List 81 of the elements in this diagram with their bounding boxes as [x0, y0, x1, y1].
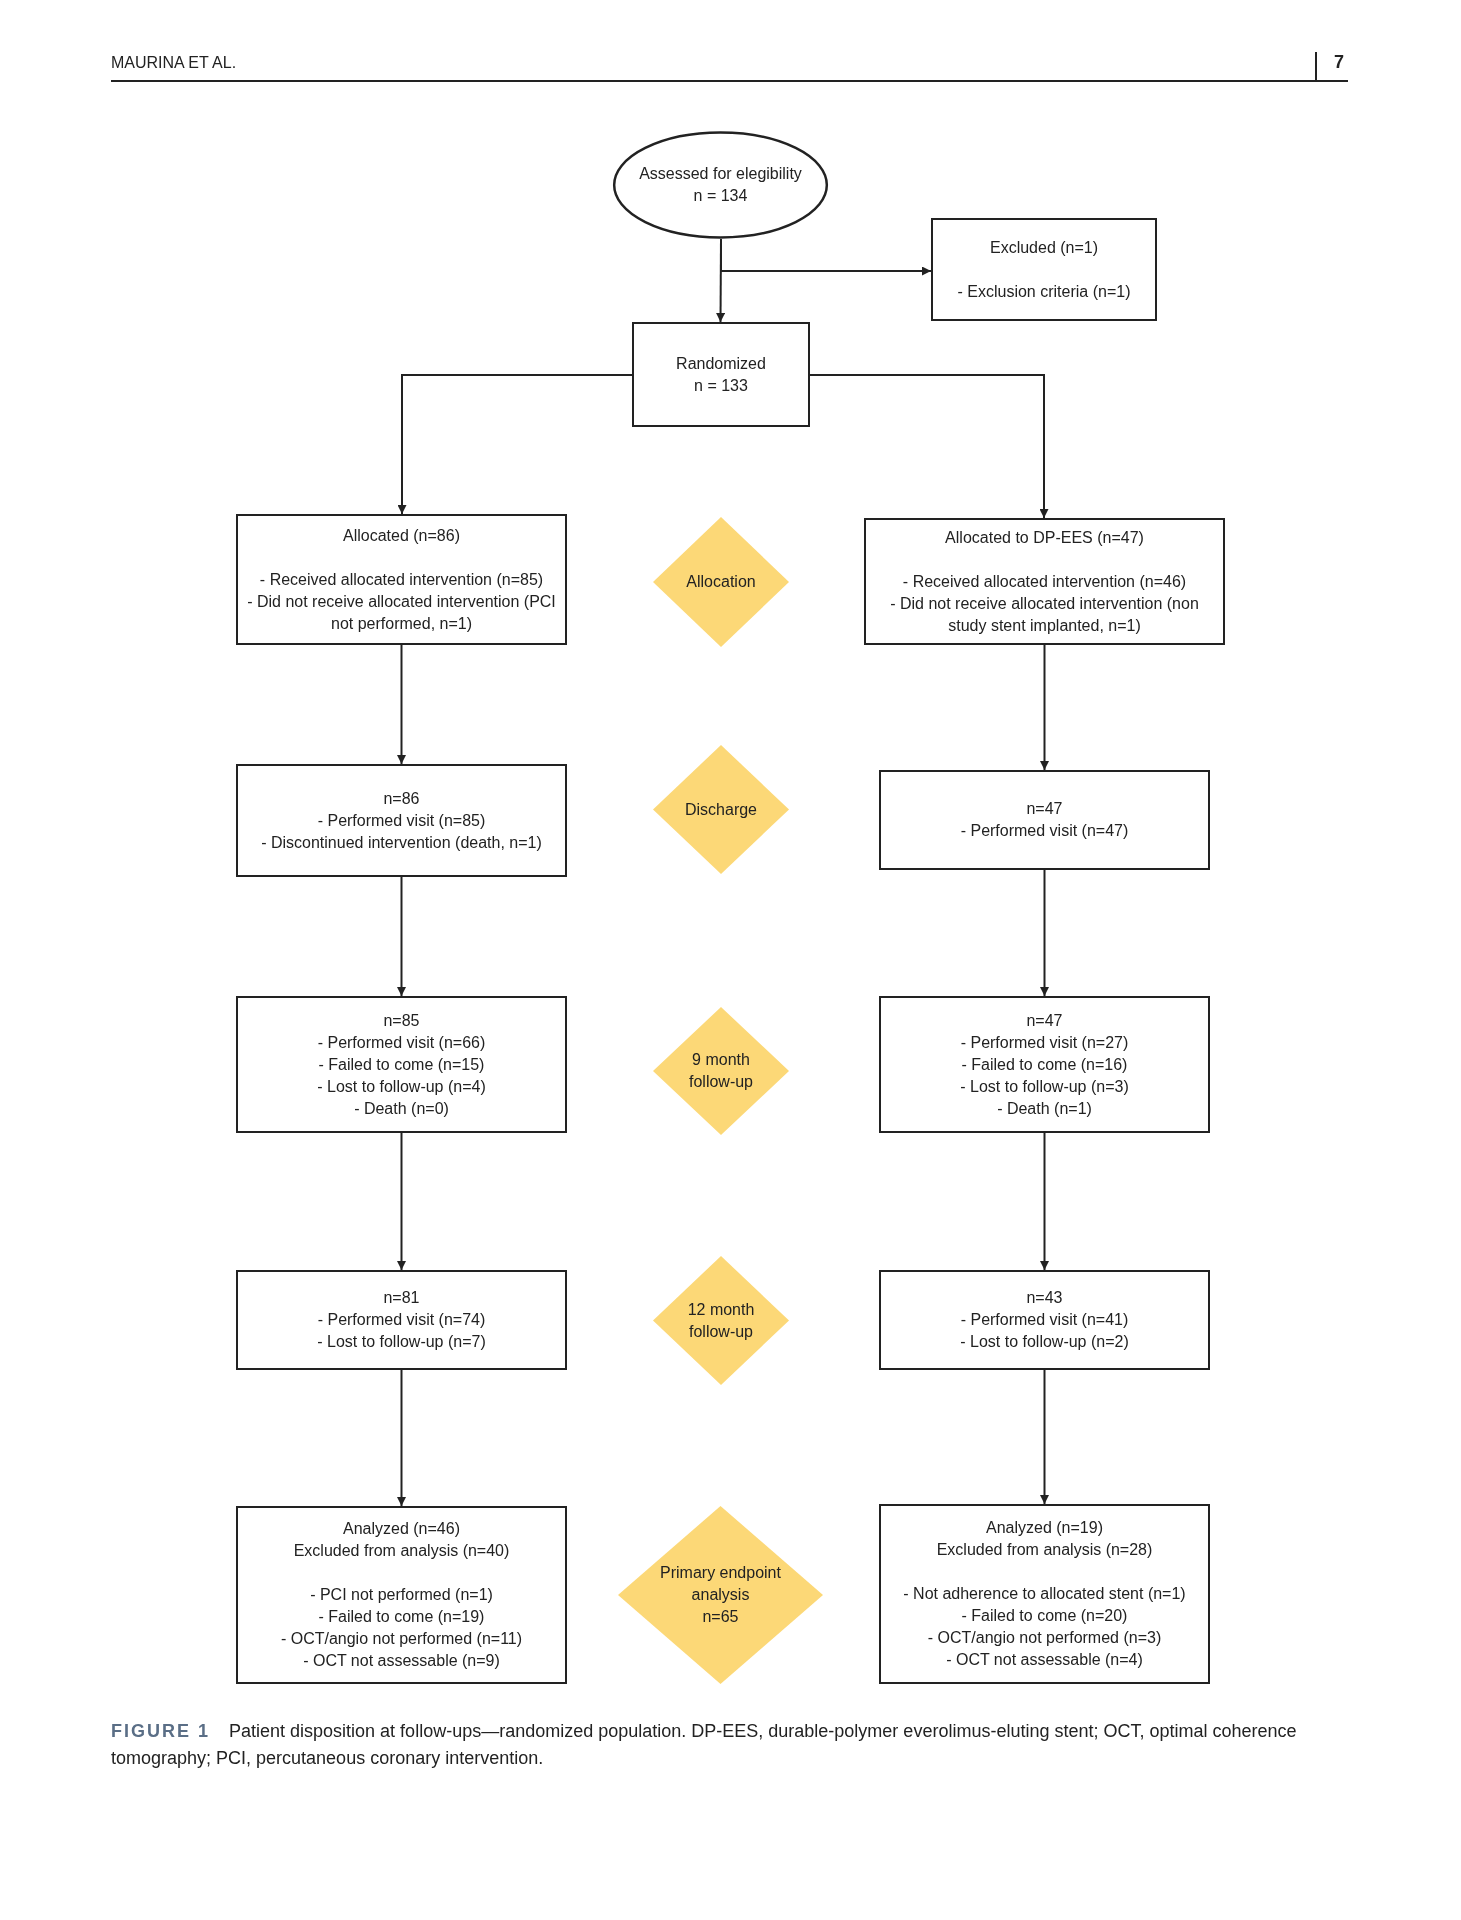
node-text: Discharge — [685, 799, 757, 820]
node-text: n=43 — [1026, 1288, 1063, 1308]
process-box — [632, 322, 810, 427]
arrow — [809, 374, 1049, 519]
process-box — [236, 764, 567, 877]
node-text: - Lost to follow-up (n=7) — [317, 1332, 486, 1352]
node-text: - Performed visit (n=27) — [960, 1032, 1129, 1053]
node-text: - Performed visit (n=41) — [960, 1310, 1129, 1330]
running-header: MAURINA ET AL. — [111, 54, 237, 72]
node-text: Analyzed (n=46) — [343, 1519, 460, 1539]
arrow — [397, 1132, 406, 1271]
stage-diamond — [653, 745, 789, 874]
page-number: 7 — [1334, 52, 1344, 73]
process-box — [879, 996, 1210, 1133]
node-text: - OCT/angio not performed (n=11) — [280, 1629, 523, 1649]
node-text: - Death (n=0) — [354, 1098, 449, 1119]
node-text: n=65 — [701, 1607, 740, 1627]
node-text: Allocated (n=86) — [343, 525, 460, 546]
node-text: Randomized — [676, 353, 766, 374]
node-text: - Did not receive allocated intervention (non study stent implanted, n=1) — [889, 593, 1200, 636]
node-text: - Performed visit (n=85) — [317, 810, 486, 831]
stage-diamond — [618, 1506, 823, 1684]
node-text: n = 134 — [693, 186, 748, 206]
node-text: n=47 — [1026, 799, 1063, 819]
node-text: - Did not receive allocated intervention (PCI not performed, n=1) — [246, 591, 557, 634]
arrow — [1040, 1132, 1049, 1271]
node-text: - Lost to follow-up (n=3) — [960, 1076, 1129, 1097]
node-text: - Received allocated intervention (n=46) — [902, 571, 1187, 592]
node-text: Allocation — [686, 572, 756, 592]
node-text: 12 month follow-up — [686, 1299, 756, 1342]
node-text: - OCT/angio not performed (n=3) — [927, 1628, 1162, 1648]
node-text: n=86 — [383, 788, 420, 809]
node-text: Excluded from analysis (n=40) — [293, 1541, 510, 1561]
stage-diamond — [653, 1007, 789, 1135]
process-box — [879, 770, 1210, 870]
node-text: - Lost to follow-up (n=2) — [960, 1332, 1129, 1352]
arrow — [1040, 869, 1049, 997]
node-text: - Failed to come (n=20) — [961, 1606, 1128, 1626]
node-text: n = 133 — [694, 375, 748, 396]
process-box — [236, 996, 567, 1133]
node-text: - Performed visit (n=66) — [317, 1032, 486, 1053]
node-text: - Failed to come (n=19) — [318, 1607, 485, 1627]
node-text: - Death (n=1) — [997, 1098, 1092, 1119]
node-text: n=81 — [383, 1288, 420, 1308]
process-box — [864, 518, 1225, 645]
arrow — [1040, 644, 1049, 771]
node-text: - Received allocated intervention (n=85) — [259, 569, 544, 590]
node-text: - PCI not performed (n=1) — [310, 1585, 493, 1605]
process-box — [879, 1270, 1210, 1370]
node-text: - Exclusion criteria (n=1) — [957, 281, 1131, 302]
node-text: n=47 — [1026, 1010, 1063, 1031]
node-text: 9 month follow-up — [688, 1050, 754, 1092]
node-text: Analyzed (n=19) — [986, 1518, 1103, 1538]
node-text: - Performed visit (n=47) — [960, 821, 1129, 841]
figure-caption: FIGURE 1 Patient disposition at follow-ups—randomized population. DP-EES, durable-polymer everolimus-eluting stent; OCT, optimal coherence tomography; PCI, percutaneous coronary intervention. — [111, 1720, 1298, 1770]
node-text: Excluded from analysis (n=28) — [936, 1540, 1153, 1560]
arrow — [397, 644, 406, 765]
process-box — [879, 1504, 1210, 1684]
process-box — [236, 514, 567, 645]
node-text: - Failed to come (n=15) — [318, 1054, 485, 1075]
arrow — [397, 374, 633, 515]
node-text: - Discontinued intervention (death, n=1) — [261, 832, 542, 853]
node-text: Allocated to DP-EES (n=47) — [945, 527, 1144, 548]
process-box — [931, 218, 1157, 321]
node-text: n=85 — [383, 1010, 420, 1031]
arrow — [397, 1369, 406, 1507]
node-text: - OCT not assessable (n=9) — [303, 1651, 500, 1671]
process-box — [236, 1506, 567, 1684]
node-text: Assessed for elegibility — [639, 164, 802, 184]
node-text: Excluded (n=1) — [989, 237, 1099, 258]
stage-diamond — [653, 517, 789, 647]
stage-diamond — [653, 1256, 789, 1385]
node-text: - OCT not assessable (n=4) — [946, 1650, 1143, 1670]
arrow — [1040, 1369, 1049, 1505]
arrow — [397, 876, 406, 997]
node-text: - Performed visit (n=74) — [317, 1310, 486, 1330]
node-text: - Lost to follow-up (n=4) — [317, 1076, 486, 1097]
node-text: - Not adherence to allocated stent (n=1) — [903, 1584, 1186, 1604]
node-text: - Failed to come (n=16) — [961, 1054, 1128, 1075]
start-ellipse — [612, 131, 829, 239]
process-box — [236, 1270, 567, 1370]
